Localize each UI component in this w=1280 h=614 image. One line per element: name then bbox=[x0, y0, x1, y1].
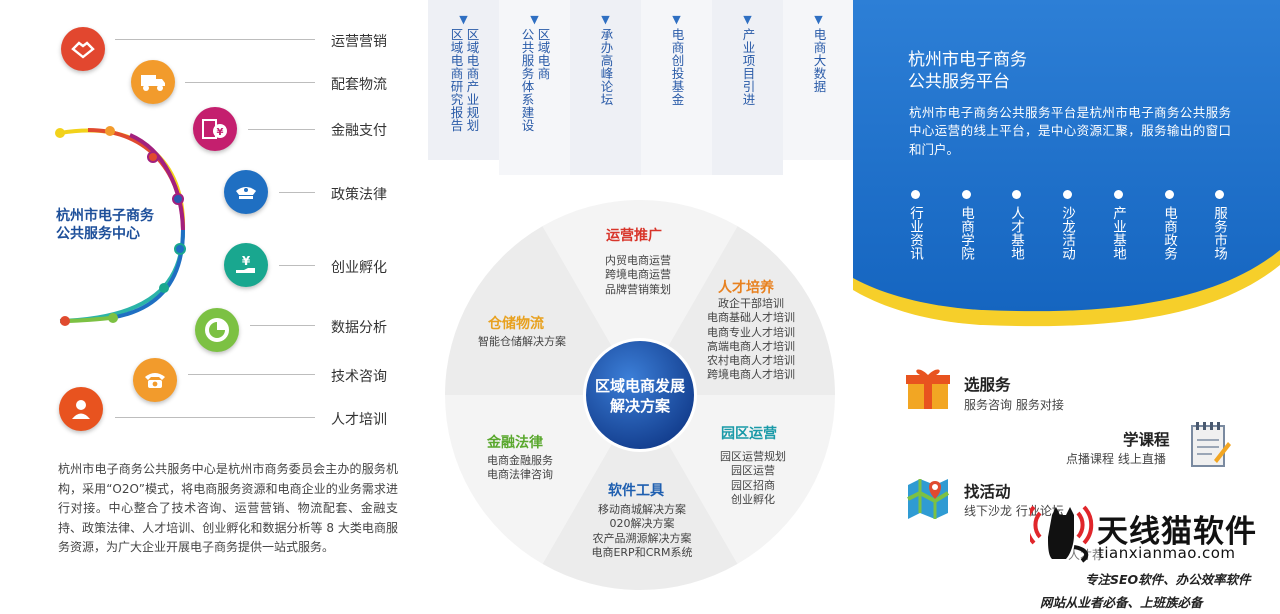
triangle-down-icon: ▼ bbox=[601, 13, 610, 26]
watermark-slogan-2: 网站从业者必备、上班族必备 bbox=[1040, 595, 1203, 610]
top-column-planning: ▼ 区域电商产业规划 区域电商研究报告 bbox=[448, 13, 480, 133]
segment-items-promotion: 内贸电商运营 跨境电商运营 品牌营销策划 bbox=[605, 254, 671, 296]
triangle-down-icon: ▼ bbox=[743, 13, 752, 26]
cat-logo-icon bbox=[1030, 505, 1094, 563]
feature-salon[interactable]: 沙龙活动 bbox=[1057, 190, 1077, 260]
action-learn-course-sub: 点播课程 线上直播 bbox=[1066, 452, 1166, 466]
person-icon bbox=[59, 387, 103, 431]
top-column-projects: ▼ 产业项目引进 bbox=[740, 13, 756, 107]
service-label-training: 人才培训 bbox=[331, 412, 387, 428]
segment-items-warehouse: 智能仓储解决方案 bbox=[478, 335, 566, 348]
pie-chart-icon bbox=[195, 308, 239, 352]
action-learn-course[interactable]: 学课程 bbox=[1123, 431, 1170, 449]
service-center-description: 杭州市电子商务公共服务中心是杭州市商务委员会主办的服务机构，采用“O2O”模式，… bbox=[58, 462, 398, 555]
service-label-analytics: 数据分析 bbox=[331, 320, 387, 336]
triangle-down-icon: ▼ bbox=[672, 13, 681, 26]
gift-box-icon bbox=[906, 369, 950, 409]
top-column-forum: ▼ 承办高峰论坛 bbox=[598, 13, 614, 107]
action-find-activity[interactable]: 找活动 bbox=[964, 483, 1011, 501]
service-center-panel: 杭州市电子商务 公共服务中心 运营营销 配套物流 ¥ 金融支付 政策法律 ¥ 创… bbox=[0, 0, 420, 614]
service-label-policy: 政策法律 bbox=[331, 187, 387, 203]
feature-service-market[interactable]: 服务市场 bbox=[1209, 190, 1229, 260]
service-arc bbox=[55, 126, 186, 326]
map-pin-icon bbox=[907, 479, 950, 519]
watermark-slogan-1: 专注SEO软件、办公效率软件 bbox=[1085, 572, 1251, 587]
platform-background bbox=[853, 0, 1280, 327]
telephone-icon bbox=[133, 358, 177, 402]
triangle-down-icon: ▼ bbox=[530, 13, 539, 26]
svg-text:¥: ¥ bbox=[217, 127, 224, 138]
action-select-service-sub: 服务咨询 服务对接 bbox=[964, 398, 1064, 412]
segment-items-park: 园区运营规划 园区运营 园区招商 创业孵化 bbox=[720, 450, 786, 506]
top-solutions-strip: ▼ 区域电商产业规划 区域电商研究报告 ▼ 区域电商 公共服务体系建设 ▼ 承办… bbox=[428, 0, 854, 175]
segment-items-finance-law: 电商金融服务 电商法律咨询 bbox=[487, 454, 553, 482]
wheel-hub-label: 区域电商发展 解决方案 bbox=[594, 377, 685, 415]
action-select-service[interactable]: 选服务 bbox=[964, 376, 1011, 394]
svg-text:¥: ¥ bbox=[242, 254, 251, 268]
feature-academy[interactable]: 电商学院 bbox=[956, 190, 976, 260]
segment-title-warehouse: 仓储物流 bbox=[488, 316, 544, 332]
watermark-brand: 天线猫软件 bbox=[1097, 514, 1257, 550]
segment-title-software: 软件工具 bbox=[608, 483, 664, 499]
service-label-incubation: 创业孵化 bbox=[331, 260, 387, 276]
truck-icon bbox=[131, 60, 175, 104]
wheel-hub bbox=[586, 341, 694, 449]
service-label-tech-consulting: 技术咨询 bbox=[331, 369, 387, 385]
watermark-domain: tianxianmao.com bbox=[1098, 544, 1236, 562]
platform-title: 杭州市电子商务 公共服务平台 bbox=[908, 50, 1027, 92]
service-center-title: 杭州市电子商务 公共服务中心 bbox=[56, 208, 154, 242]
feature-industry-base[interactable]: 产业基地 bbox=[1108, 190, 1128, 260]
yen-hand-icon: ¥ bbox=[224, 243, 268, 287]
segment-title-talent: 人才培养 bbox=[718, 280, 774, 296]
segment-items-talent: 政企干部培训 电商基础人才培训 电商专业人才培训 高端电商人才培训 农村电商人才… bbox=[707, 297, 795, 382]
notepad-icon bbox=[1191, 422, 1231, 467]
triangle-down-icon: ▼ bbox=[459, 13, 468, 26]
segment-title-promotion: 运营推广 bbox=[606, 228, 662, 244]
service-label-logistics: 配套物流 bbox=[331, 77, 387, 93]
top-column-big-data: ▼ 电商大数据 bbox=[811, 13, 827, 94]
feature-government[interactable]: 电商政务 bbox=[1159, 190, 1179, 260]
police-cap-icon bbox=[224, 170, 268, 214]
yen-card-icon: ¥ bbox=[193, 107, 237, 151]
top-column-fund: ▼ 电商创投基金 bbox=[669, 13, 685, 107]
triangle-down-icon: ▼ bbox=[814, 13, 823, 26]
segment-title-finance-law: 金融法律 bbox=[487, 435, 543, 451]
segment-title-park: 园区运营 bbox=[721, 426, 777, 442]
top-column-public-service: ▼ 区域电商 公共服务体系建设 bbox=[519, 13, 551, 133]
handshake-icon bbox=[61, 27, 105, 71]
service-label-marketing: 运营营销 bbox=[331, 34, 387, 50]
platform-description: 杭州市电子商务公共服务平台是杭州市电子商务公共服务中心运营的线上平台，是中心资源… bbox=[909, 105, 1231, 157]
solution-wheel bbox=[445, 199, 835, 591]
feature-news[interactable]: 行业资讯 bbox=[905, 190, 925, 260]
service-label-finance: 金融支付 bbox=[331, 123, 387, 139]
feature-talent-base[interactable]: 人才基地 bbox=[1006, 190, 1026, 260]
segment-items-software: 移动商城解决方案 020解决方案 农产品溯源解决方案 电商ERP和CRM系统 bbox=[591, 503, 693, 559]
